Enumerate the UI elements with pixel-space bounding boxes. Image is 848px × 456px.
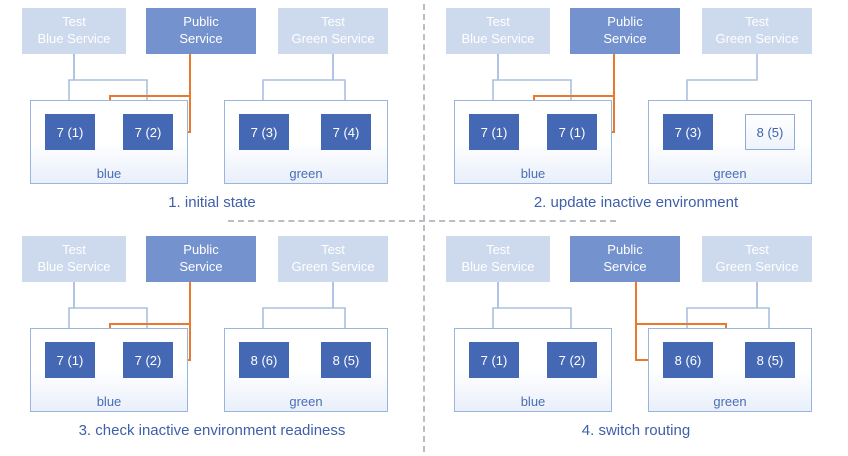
- task-box: 8 (6): [239, 342, 289, 378]
- task-box: 8 (5): [321, 342, 371, 378]
- step-caption: 1. initial state: [168, 194, 256, 211]
- environment-label: blue: [96, 394, 122, 409]
- vertical-dashed-divider: [423, 4, 425, 452]
- test-blue-service-box: Test Blue Service: [446, 236, 550, 282]
- task-box: 7 (1): [547, 114, 597, 150]
- task-box: 7 (1): [469, 342, 519, 378]
- blue-environment: 7 (1) 7 (2) blue: [30, 328, 188, 412]
- environment-label: blue: [520, 394, 546, 409]
- environment-label: green: [713, 394, 747, 409]
- environment-label: blue: [520, 166, 546, 181]
- task-box: 7 (2): [123, 114, 173, 150]
- blue-environment: 7 (1) 7 (2) blue: [454, 328, 612, 412]
- task-box: 7 (1): [469, 114, 519, 150]
- panel-3-check-inactive-environment-readiness: Test Blue Service Public Service Test Gr…: [0, 228, 424, 456]
- test-blue-service-box: Test Blue Service: [22, 8, 126, 54]
- environment-label: green: [289, 394, 323, 409]
- public-service-box: Public Service: [146, 8, 256, 54]
- public-service-box: Public Service: [570, 8, 680, 54]
- test-green-service-box: Test Green Service: [278, 236, 388, 282]
- task-box: 8 (5): [745, 342, 795, 378]
- task-box: 7 (2): [547, 342, 597, 378]
- task-box: 7 (3): [663, 114, 713, 150]
- task-box: 7 (4): [321, 114, 371, 150]
- panel-1-initial-state: Test Blue Service Public Service Test Gr…: [0, 0, 424, 228]
- step-caption: 2. update inactive environment: [533, 194, 739, 211]
- environment-label: green: [289, 166, 323, 181]
- task-box: 7 (3): [239, 114, 289, 150]
- task-box: 7 (1): [45, 114, 95, 150]
- task-box: 7 (1): [45, 342, 95, 378]
- green-environment: 8 (6) 8 (5) green: [648, 328, 812, 412]
- step-caption: 4. switch routing: [581, 422, 691, 439]
- green-environment: 7 (3) 7 (4) green: [224, 100, 388, 184]
- test-blue-service-box: Test Blue Service: [22, 236, 126, 282]
- public-service-box: Public Service: [146, 236, 256, 282]
- environment-label: blue: [96, 166, 122, 181]
- horizontal-dashed-divider: [228, 220, 616, 222]
- panel-2-update-inactive-environment: Test Blue Service Public Service Test Gr…: [424, 0, 848, 228]
- blue-environment: 7 (1) 7 (1) blue: [454, 100, 612, 184]
- green-environment: 8 (6) 8 (5) green: [224, 328, 388, 412]
- task-box: 7 (2): [123, 342, 173, 378]
- test-blue-service-box: Test Blue Service: [446, 8, 550, 54]
- test-green-service-box: Test Green Service: [702, 236, 812, 282]
- blue-environment: 7 (1) 7 (2) blue: [30, 100, 188, 184]
- test-green-service-box: Test Green Service: [278, 8, 388, 54]
- public-service-box: Public Service: [570, 236, 680, 282]
- task-box: 8 (6): [663, 342, 713, 378]
- step-caption: 3. check inactive environment readiness: [78, 422, 346, 439]
- task-box-updating: 8 (5): [745, 114, 795, 150]
- green-environment: 7 (3) 8 (5) green: [648, 100, 812, 184]
- test-green-service-box: Test Green Service: [702, 8, 812, 54]
- panel-4-switch-routing: Test Blue Service Public Service Test Gr…: [424, 228, 848, 456]
- environment-label: green: [713, 166, 747, 181]
